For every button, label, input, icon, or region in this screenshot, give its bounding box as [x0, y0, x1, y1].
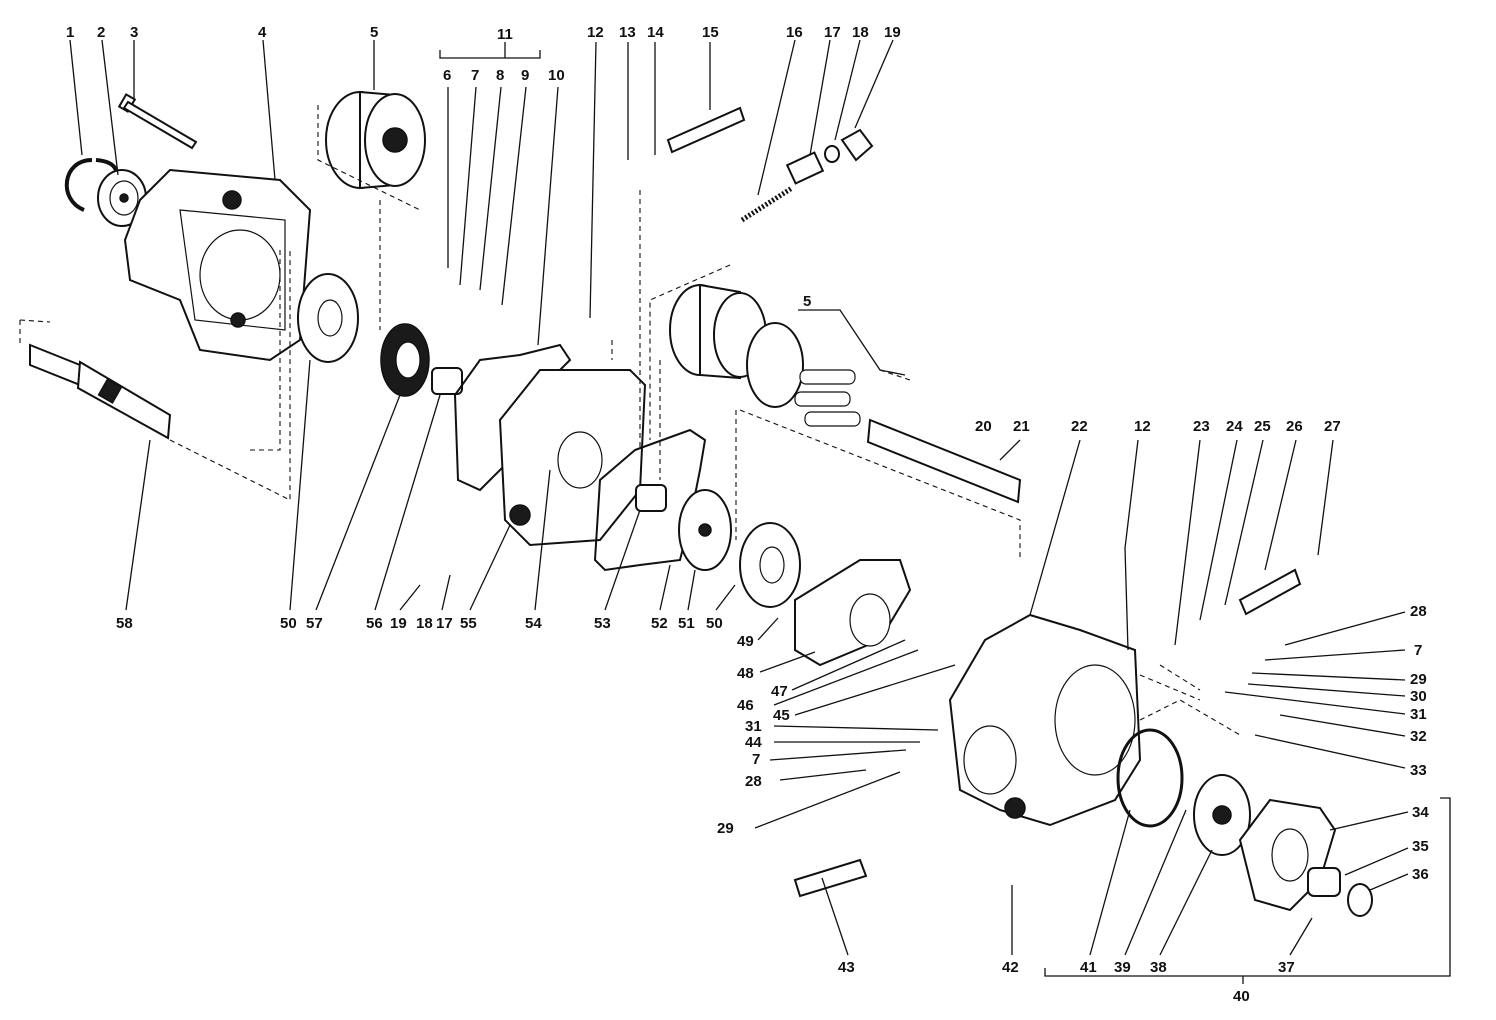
- label-6: 6: [443, 67, 451, 84]
- bolt-part: [117, 93, 198, 150]
- thrust-washer-part: [297, 273, 359, 363]
- label-52: 52: [651, 615, 668, 632]
- label-46: 46: [737, 697, 754, 714]
- label-27: 27: [1324, 418, 1341, 435]
- label-49: 49: [737, 633, 754, 650]
- shaft-part-2: [666, 106, 746, 154]
- label-17: 17: [824, 24, 841, 41]
- label-22: 22: [1071, 418, 1088, 435]
- label-39: 39: [1114, 959, 1131, 976]
- label-31-left: 31: [745, 718, 762, 735]
- bushing-part-2: [635, 484, 667, 512]
- label-47: 47: [771, 683, 788, 700]
- label-56: 56: [366, 615, 383, 632]
- main-housing-part: [948, 613, 1142, 827]
- label-23: 23: [1193, 418, 1210, 435]
- label-36: 36: [1412, 866, 1429, 883]
- label-50-left: 50: [280, 615, 297, 632]
- seal-part: [380, 323, 430, 397]
- label-11: 11: [497, 26, 513, 43]
- relief-valve-parts: [785, 128, 874, 185]
- label-25: 25: [1254, 418, 1271, 435]
- label-34: 34: [1412, 804, 1429, 821]
- valve-plate-part: [678, 489, 732, 571]
- label-12: 12: [587, 24, 604, 41]
- label-57: 57: [306, 615, 323, 632]
- cylinder-block-part: [325, 90, 426, 190]
- label-19: 19: [884, 24, 901, 41]
- label-29-left: 29: [717, 820, 734, 837]
- swashplate-part: [794, 559, 912, 667]
- label-17-bottom: 17: [436, 615, 453, 632]
- leader-lines: [19, 39, 1451, 984]
- o-ring-part: [1116, 728, 1184, 828]
- label-53: 53: [594, 615, 611, 632]
- cylinder-block-part-2: [669, 283, 861, 427]
- label-40: 40: [1233, 988, 1250, 1005]
- label-20: 20: [975, 418, 992, 435]
- label-33: 33: [1410, 762, 1427, 779]
- label-29-right: 29: [1410, 671, 1427, 688]
- label-41: 41: [1080, 959, 1097, 976]
- housing-part: [123, 168, 312, 362]
- label-9: 9: [521, 67, 529, 84]
- label-18-bottom: 18: [416, 615, 433, 632]
- shaft-part: [866, 418, 1022, 504]
- label-54: 54: [525, 615, 542, 632]
- label-50-right: 50: [706, 615, 723, 632]
- label-55: 55: [460, 615, 477, 632]
- gerotor-part: [1193, 774, 1251, 856]
- label-58: 58: [116, 615, 133, 632]
- label-7: 7: [471, 67, 479, 84]
- seal-part-2: [1347, 883, 1373, 917]
- label-35: 35: [1412, 838, 1429, 855]
- label-51: 51: [678, 615, 695, 632]
- label-1: 1: [66, 24, 74, 41]
- label-26: 26: [1286, 418, 1303, 435]
- thrust-washer-part-2: [739, 522, 801, 608]
- label-28-right: 28: [1410, 603, 1427, 620]
- label-38: 38: [1150, 959, 1167, 976]
- label-5: 5: [370, 24, 378, 41]
- spring-part: [740, 185, 794, 223]
- label-3: 3: [130, 24, 138, 41]
- label-16: 16: [786, 24, 803, 41]
- pin-part-2: [1238, 568, 1302, 616]
- label-13: 13: [619, 24, 636, 41]
- label-37: 37: [1278, 959, 1295, 976]
- label-42: 42: [1002, 959, 1019, 976]
- label-31-right: 31: [1410, 706, 1427, 723]
- label-7-left: 7: [752, 751, 760, 768]
- label-14: 14: [647, 24, 664, 41]
- center-section-part: [498, 369, 647, 547]
- label-15: 15: [702, 24, 719, 41]
- label-5-middle: 5: [803, 293, 811, 310]
- label-48: 48: [737, 665, 754, 682]
- bearing-part-2: [1307, 867, 1341, 897]
- label-43: 43: [838, 959, 855, 976]
- label-8: 8: [496, 67, 504, 84]
- label-28-left: 28: [745, 773, 762, 790]
- label-10: 10: [548, 67, 565, 84]
- label-2: 2: [97, 24, 105, 41]
- label-30: 30: [1410, 688, 1427, 705]
- label-32: 32: [1410, 728, 1427, 745]
- drive-shaft-part: [29, 343, 172, 440]
- label-24: 24: [1226, 418, 1243, 435]
- label-4: 4: [258, 24, 267, 41]
- part-number-labels: 1 2 3 4 5 11 6 7 8 9 10 12 13 14 15 16 1…: [66, 24, 1429, 1005]
- label-18: 18: [852, 24, 869, 41]
- label-44: 44: [745, 734, 762, 751]
- label-45: 45: [773, 707, 790, 724]
- pin-part: [793, 858, 868, 898]
- label-19-bottom: 19: [390, 615, 407, 632]
- label-21: 21: [1013, 418, 1030, 435]
- bushing-part: [431, 367, 463, 395]
- label-12-right: 12: [1134, 418, 1151, 435]
- label-7-right: 7: [1414, 642, 1422, 659]
